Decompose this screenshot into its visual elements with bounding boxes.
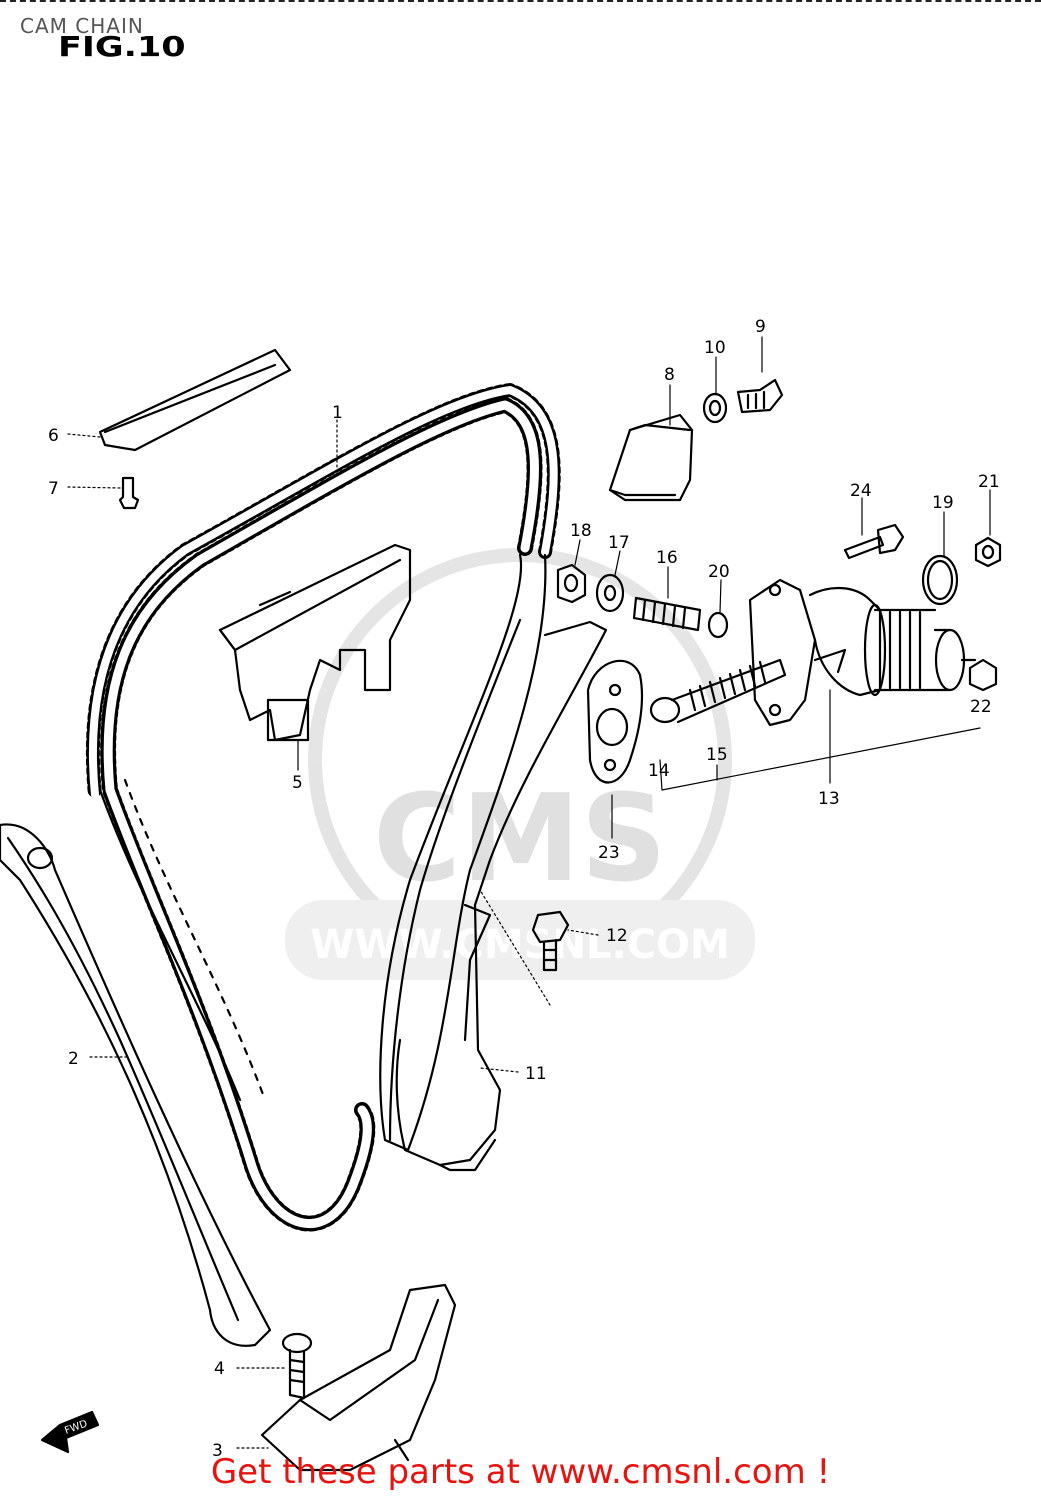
nut-18 [556,563,587,604]
guide-plate [98,348,292,452]
callout-15: 15 [706,745,728,765]
callout-14: 14 [648,761,670,781]
tensioner-body [748,578,977,727]
callout-2: 2 [68,1049,79,1069]
callout-17: 17 [608,533,630,553]
bolt-12 [531,910,570,972]
washer-17 [595,573,625,613]
guide-block [608,413,694,502]
callout-10: 10 [704,338,726,358]
stud-16 [632,596,702,632]
cap-nut-22 [968,658,998,692]
callout-16: 16 [656,548,678,568]
callout-6: 6 [48,426,59,446]
guide-holder-bottom [260,1283,457,1472]
callout-13: 13 [818,789,840,809]
callout-8: 8 [664,365,675,385]
callout-22: 22 [970,697,992,717]
callout-1: 1 [332,403,343,423]
bolt-9 [736,378,784,414]
callout-5: 5 [292,773,303,793]
bolt-7 [118,476,140,510]
tensioner-guide [379,553,608,1172]
callout-24: 24 [850,481,872,501]
bolt-24 [843,523,905,560]
watermark-url: WWW.CMSNL.COM [310,922,730,968]
callout-20: 20 [708,562,730,582]
callout-21: 21 [978,472,1000,492]
cam-chain [85,383,561,1232]
callout-3: 3 [212,1441,223,1461]
callout-12: 12 [606,926,628,946]
o-ring-19 [921,554,959,606]
callout-labels: 1 2 3 4 5 6 7 8 9 10 11 12 13 14 15 16 1… [48,317,1000,1461]
pushrod-spring [649,658,787,724]
footer-parts-link[interactable]: Get these parts at www.cmsnl.com ! [210,1452,831,1492]
nut-21 [974,536,1002,568]
o-ring-20 [707,611,729,639]
figure-label: FIG.10 [58,30,186,63]
top-border [0,0,1041,5]
callout-18: 18 [570,521,592,541]
forward-arrow-icon: FWD [40,1410,100,1454]
callout-4: 4 [214,1359,225,1379]
screw-4 [281,1332,313,1400]
gasket-23 [586,659,644,784]
callout-7: 7 [48,479,59,499]
leader-lines [67,336,991,1449]
washer-10 [702,392,728,424]
callout-9: 9 [755,317,766,337]
callout-11: 11 [525,1064,547,1084]
chain-guide-center [218,543,412,742]
callout-23: 23 [598,843,620,863]
callout-19: 19 [932,493,954,513]
page-title: CAM CHAIN [20,14,144,38]
chain-guide-rear [0,778,272,1347]
